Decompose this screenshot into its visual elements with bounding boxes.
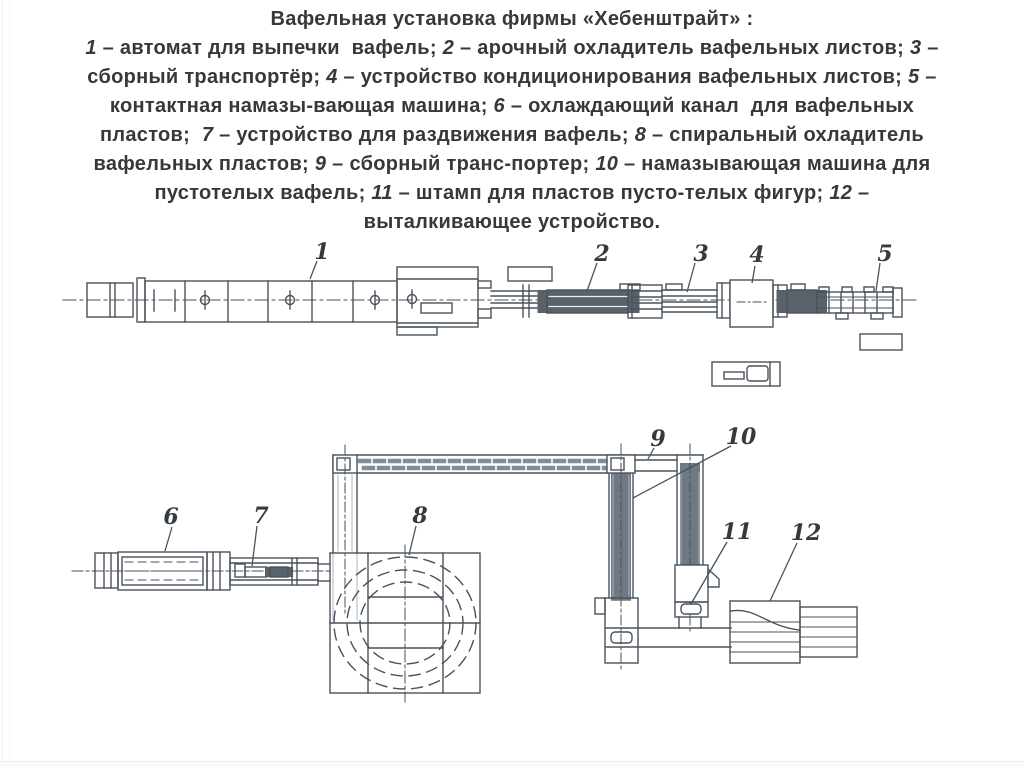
- callout-label-8: 8: [411, 503, 427, 529]
- machine-9-collecting-conveyor: [606, 443, 678, 673]
- legend-lines: 1 – автомат для выпечки вафель; 2 – ароч…: [0, 34, 1024, 237]
- callout-leaders: [164, 260, 881, 605]
- machine-4-conditioning-unit: [729, 279, 788, 328]
- legend-line: контактная намазы-вающая машина; 6 – охл…: [109, 95, 915, 117]
- header: Вафельная установка фирмы «Хебенштрайт» …: [0, 5, 1024, 237]
- legend-line: пластов; 7 – устройство для раздвижения …: [99, 124, 925, 146]
- top-line-assembly: [62, 266, 917, 387]
- machine-5-contact-spreader: [776, 283, 903, 320]
- legend-line: пустотелых вафель; 11 – штамп для пласто…: [154, 182, 870, 204]
- slide-edge-bottom: [0, 761, 1024, 767]
- machine-1-baking-automat: [86, 266, 479, 336]
- slide-edge-left-inner: [9, 0, 10, 767]
- legend-line: сборный транспортёр; 4 – устройство конд…: [87, 66, 937, 88]
- corner-column: [332, 444, 358, 621]
- machine-3-collecting-conveyor: [661, 282, 731, 319]
- machine-8-spiral-cooler: [329, 544, 481, 703]
- callout-label-5: 5: [877, 241, 892, 267]
- callout-label-12: 12: [791, 520, 822, 546]
- callout-label-4: 4: [749, 242, 764, 268]
- slide-title: Вафельная установка фирмы «Хебенштрайт» …: [270, 8, 754, 30]
- callout-label-6: 6: [163, 504, 178, 530]
- callout-label-11: 11: [722, 519, 753, 545]
- legend-line: вафельных пластов; 9 – сборный транс-пор…: [93, 153, 931, 175]
- aux-detail-box: [711, 361, 781, 387]
- callout-label-3: 3: [693, 241, 708, 267]
- machine-12-ejector: [594, 597, 858, 664]
- callout-label-10: 10: [726, 424, 757, 450]
- machine-2-arch-cooler: [537, 283, 663, 319]
- machine-6-cooling-channel: [71, 551, 333, 591]
- legend-line: 1 – автомат для выпечки вафель; 2 – ароч…: [85, 37, 939, 59]
- legend-line: выталкивающее устройство.: [363, 211, 661, 233]
- callout-label-2: 2: [593, 241, 609, 267]
- callout-label-7: 7: [253, 503, 269, 529]
- aux-box-right: [859, 333, 903, 351]
- slide-edge-left-outer: [2, 0, 3, 767]
- callout-label-9: 9: [650, 426, 665, 452]
- callout-label-1: 1: [314, 239, 329, 265]
- machine-7-spreading-device: [229, 557, 331, 586]
- transfer-band: [356, 454, 704, 474]
- bottom-line-assembly: [71, 443, 858, 703]
- callout-labels: 1 2 3 4 5 6 7 8 9 10 11 12: [163, 239, 892, 546]
- machine-11-stamp: [674, 564, 720, 629]
